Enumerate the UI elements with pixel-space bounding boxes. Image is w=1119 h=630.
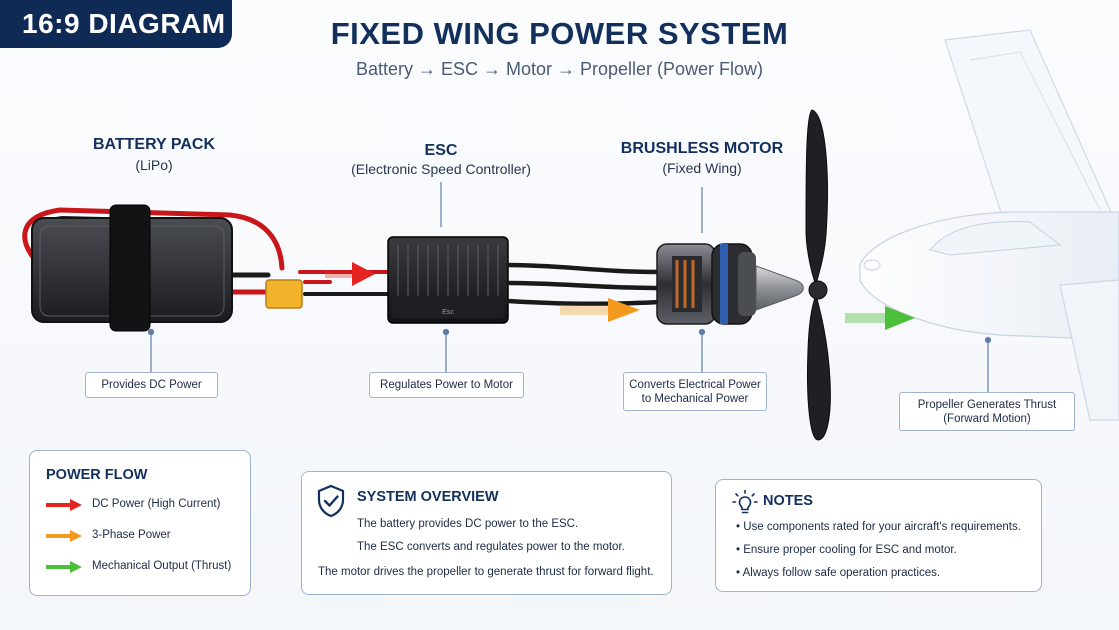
system-overview-title: SYSTEM OVERVIEW bbox=[357, 489, 499, 505]
notes-item-3-text: Always follow safe operation practices. bbox=[742, 567, 941, 579]
propeller-label-line1: Propeller Generates Thrust bbox=[917, 398, 1057, 411]
propeller bbox=[805, 109, 831, 441]
notes-item-2: • Ensure proper cooling for ESC and moto… bbox=[736, 544, 957, 556]
motor-label: Converts Electrical Power to Mechanical … bbox=[623, 372, 767, 411]
esc-title: ESC bbox=[424, 142, 458, 159]
airplane-illustration bbox=[859, 29, 1119, 421]
overview-line-1: The battery provides DC power to the ESC… bbox=[357, 518, 579, 530]
three-phase-arrow bbox=[560, 298, 640, 322]
legend-arrow-dc bbox=[46, 499, 82, 511]
power-flow-title: POWER FLOW bbox=[46, 467, 148, 483]
diagram-tag: 16:9 DIAGRAM bbox=[0, 0, 232, 48]
prop-spinner bbox=[755, 265, 804, 311]
esc-device-text: Esc bbox=[442, 309, 454, 316]
page-title: FIXED WING POWER SYSTEM bbox=[330, 16, 789, 51]
notes-title: NOTES bbox=[763, 493, 813, 509]
page-subtitle: Battery → ESC → Motor → Propeller (Power… bbox=[355, 59, 764, 79]
overview-line-2: The ESC converts and regulates power to … bbox=[357, 541, 625, 553]
legend-item-three-phase: 3-Phase Power bbox=[92, 529, 171, 541]
callout-connectors bbox=[147, 182, 992, 392]
dc-power-arrow bbox=[325, 262, 375, 286]
system-overview-panel: SYSTEM OVERVIEW The battery provides DC … bbox=[301, 471, 672, 595]
propeller-label-line2: (Forward Motion) bbox=[943, 412, 1031, 425]
thrust-arrow bbox=[845, 306, 915, 330]
notes-item-1: • Use components rated for your aircraft… bbox=[736, 521, 1021, 533]
motor-label-line1: Converts Electrical Power bbox=[629, 378, 761, 391]
lightbulb-icon bbox=[732, 489, 758, 514]
power-flow-legend: POWER FLOW DC Power (High Current) 3-Pha… bbox=[29, 450, 251, 596]
xt60-connector bbox=[265, 279, 303, 309]
notes-item-2-text: Ensure proper cooling for ESC and motor. bbox=[743, 544, 957, 556]
legend-arrows bbox=[46, 499, 82, 573]
motor-label-line2: to Mechanical Power bbox=[641, 392, 749, 405]
legend-arrow-thrust bbox=[46, 561, 82, 573]
notes-item-1-text: Use components rated for your aircraft's… bbox=[743, 521, 1021, 533]
overview-line-3: The motor drives the propeller to genera… bbox=[318, 566, 654, 578]
propeller-label: Propeller Generates Thrust (Forward Moti… bbox=[899, 392, 1075, 431]
notes-item-3: • Always follow safe operation practices… bbox=[736, 567, 941, 579]
battery-label: Provides DC Power bbox=[85, 372, 218, 398]
battery-title: BATTERY PACK bbox=[92, 136, 216, 153]
brushless-motor bbox=[656, 243, 756, 325]
esc-device bbox=[387, 236, 509, 324]
battery-subtitle: (LiPo) bbox=[135, 157, 173, 173]
battery-pack bbox=[31, 204, 233, 332]
shield-check-icon bbox=[317, 484, 345, 518]
esc-subtitle: (Electronic Speed Controller) bbox=[351, 161, 531, 177]
legend-item-dc: DC Power (High Current) bbox=[92, 498, 221, 510]
legend-arrow-three-phase bbox=[46, 530, 82, 542]
motor-wires bbox=[505, 262, 663, 307]
legend-item-thrust: Mechanical Output (Thrust) bbox=[92, 560, 232, 572]
notes-panel: NOTES • Use components rated for your ai… bbox=[715, 479, 1042, 592]
motor-subtitle: (Fixed Wing) bbox=[662, 160, 742, 176]
motor-title: BRUSHLESS MOTOR bbox=[620, 140, 784, 157]
esc-label: Regulates Power to Motor bbox=[369, 372, 524, 398]
